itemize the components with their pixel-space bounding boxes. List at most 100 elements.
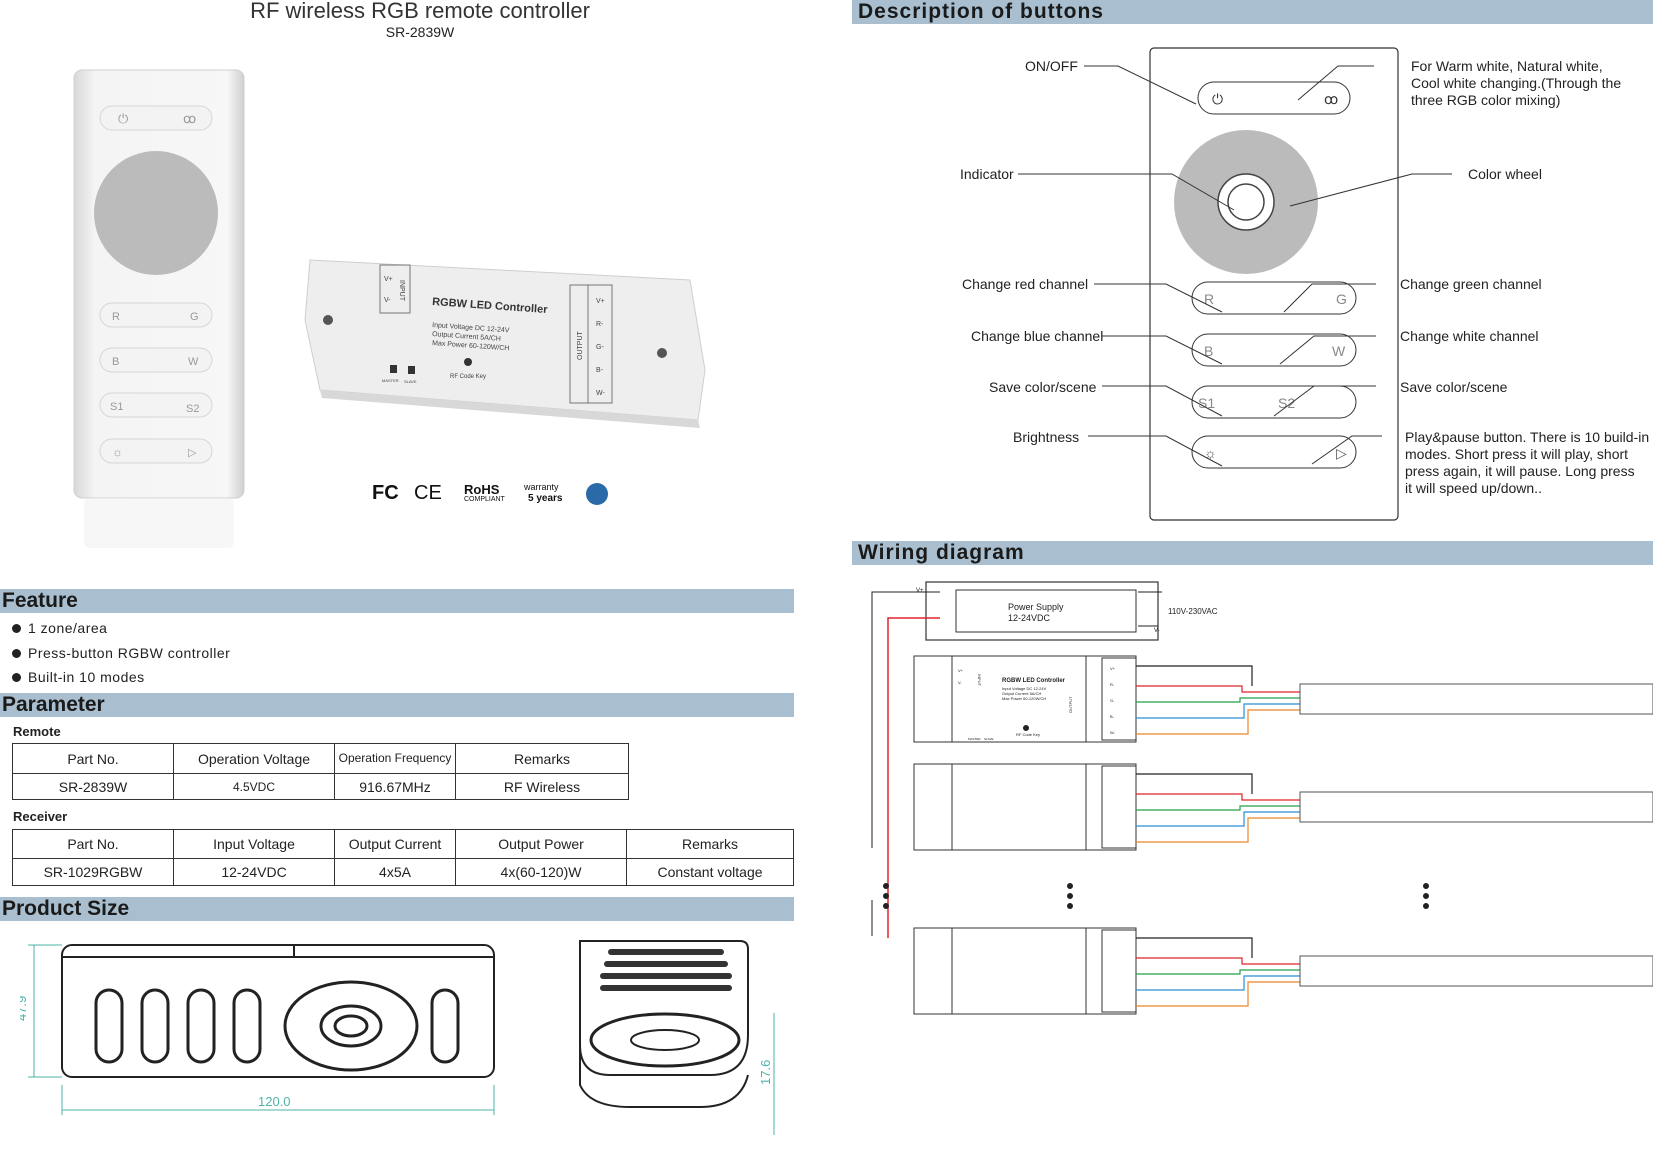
- remote-photo-r: R: [112, 311, 120, 323]
- svg-text:☼: ☼: [1204, 445, 1217, 461]
- wiring-input: INPUT: [977, 674, 982, 687]
- parameter-bar: Parameter: [0, 693, 794, 717]
- fc-logo: FC: [372, 482, 399, 504]
- desc-onoff: ON/OFF: [1025, 58, 1078, 74]
- photo-in-vminus: V-: [384, 297, 391, 304]
- bullet-icon: [12, 672, 21, 682]
- photo-out-g: G-: [596, 344, 604, 351]
- svg-text:▷: ▷: [188, 447, 197, 459]
- controller-photo: V+ V- INPUT RGBW LED Controller Input Vo…: [304, 259, 706, 428]
- photo-master: MASTER: [382, 378, 399, 383]
- remote-photo-s1: S1: [110, 401, 123, 413]
- receiver-header-current: Output Current: [334, 829, 456, 859]
- description-heading: Description of buttons: [858, 0, 1104, 23]
- wiring-master: MASTER: [968, 737, 981, 741]
- ac-label: 110V-230VAC: [1168, 607, 1218, 616]
- remote-color-wheel-icon: [94, 151, 218, 275]
- height-dimension: 17.6: [758, 1060, 773, 1085]
- wiring-spec-3: Max Power 60-120W/CH: [1002, 696, 1046, 701]
- receiver-cell-part: SR-1029RGBW: [12, 858, 174, 886]
- receiver-table: Part No. Input Voltage Output Current Ou…: [12, 829, 794, 886]
- svg-text:ꝏ: ꝏ: [1324, 91, 1338, 107]
- receiver-label: Receiver: [13, 809, 68, 824]
- product-size-heading: Product Size: [2, 897, 130, 920]
- width-dimension: 47.9: [20, 996, 29, 1021]
- product-size-bar: Product Size: [0, 897, 794, 921]
- svg-text:⏻: ⏻: [118, 111, 128, 126]
- photo-in-vplus: V+: [384, 276, 393, 283]
- diagram-g: G: [1336, 291, 1347, 307]
- receiver-cell-remarks: Constant voltage: [626, 858, 794, 886]
- ps-vplus: V+: [916, 588, 924, 594]
- wiring-diagram: Power Supply 12-24VDC V+ V- 110V-230VAC …: [871, 581, 1653, 1015]
- cert-logos: FC CE RoHS COMPLIANT warranty 5 years: [372, 482, 612, 508]
- desc-save1: Save color/scene: [989, 379, 1097, 395]
- svg-text:▷: ▷: [1336, 445, 1347, 461]
- wiring-heading: Wiring diagram: [858, 541, 1025, 564]
- remote-header-part: Part No.: [12, 743, 174, 774]
- wiring-out-b: B-: [1110, 714, 1115, 719]
- warranty-years: 5 years: [528, 493, 563, 504]
- desc-play: Play&pause button. There is 10 build-in …: [1405, 429, 1650, 496]
- photo-spec-2: Output Current 5A/CH: [432, 331, 501, 343]
- photo-input-label: INPUT: [398, 280, 405, 302]
- ps-vminus: V-: [1154, 628, 1160, 634]
- diagram-s2: S2: [1278, 395, 1295, 411]
- remote-button-diagram: ⏻ ꝏ R G B W S1 S2 ☼ ▷: [1018, 47, 1452, 521]
- feature-item: 1 zone/area: [12, 620, 107, 636]
- rohs-logo: RoHS: [464, 482, 500, 497]
- receiver-header-remarks: Remarks: [626, 829, 794, 859]
- wiring-in-vplus: V+: [958, 668, 964, 673]
- feature-bar: Feature: [0, 589, 794, 613]
- description-bar: Description of buttons: [852, 0, 1653, 24]
- remote-header-frequency: Operation Frequency: [334, 743, 456, 774]
- wiring-spec-1: Input Voltage DC 12-24V: [1002, 686, 1047, 691]
- photo-output-label: OUTPUT: [577, 331, 584, 361]
- ps-label: Power Supply: [1008, 602, 1064, 612]
- desc-white: For Warm white, Natural white, Cool whit…: [1411, 58, 1622, 108]
- remote-header-remarks: Remarks: [455, 743, 629, 774]
- model-number: SR-2839W: [385, 24, 455, 40]
- diagram-b: B: [1204, 343, 1213, 359]
- desc-colorwheel: Color wheel: [1468, 166, 1542, 182]
- desc-blue: Change blue channel: [971, 328, 1104, 344]
- ps-voltage: 12-24VDC: [1008, 613, 1051, 623]
- receiver-header-input: Input Voltage: [173, 829, 335, 859]
- receiver-cell-power: 4x(60-120)W: [455, 858, 627, 886]
- wiring-controller-title: RGBW LED Controller: [1002, 678, 1066, 684]
- receiver-header-power: Output Power: [455, 829, 627, 859]
- feature-item: Press-button RGBW controller: [12, 645, 230, 661]
- remote-photo-s2: S2: [186, 403, 199, 415]
- remote-label: Remote: [13, 724, 61, 739]
- photo-out-r: R-: [596, 321, 604, 328]
- wiring-in-vminus: V-: [958, 680, 962, 685]
- remote-header-voltage: Operation Voltage: [173, 743, 335, 774]
- wiring-out-r: R-: [1110, 682, 1115, 687]
- diagram-r: R: [1204, 291, 1214, 307]
- parameter-heading: Parameter: [2, 693, 105, 716]
- wiring-bar: Wiring diagram: [852, 541, 1653, 565]
- controller-unit: V+ V- INPUT RGBW LED Controller Input Vo…: [913, 655, 1137, 743]
- ce-logo: CE: [414, 482, 442, 504]
- wiring-out-vplus: V+: [1110, 666, 1116, 671]
- desc-green: Change green channel: [1400, 276, 1542, 292]
- wiring-rf-key: RF Code Key: [1016, 732, 1040, 737]
- remote-photo-g: G: [190, 311, 199, 323]
- bullet-icon: [12, 623, 21, 633]
- photo-out-vplus: V+: [596, 298, 605, 305]
- remote-cell-frequency: 916.67MHz: [334, 773, 456, 800]
- remote-photo-w: W: [188, 356, 199, 368]
- front-view-drawing: 47.9 120.0: [20, 944, 495, 1115]
- bullet-icon: [12, 648, 21, 658]
- diagram-w: W: [1332, 343, 1346, 359]
- desc-save2: Save color/scene: [1400, 379, 1508, 395]
- receiver-cell-current: 4x5A: [334, 858, 456, 886]
- remote-cell-voltage: 4.5VDC: [173, 773, 335, 800]
- remote-cell-remarks: RF Wireless: [455, 773, 629, 800]
- wiring-spec-2: Output Current 5A/CH: [1002, 691, 1041, 696]
- remote-cell-part: SR-2839W: [12, 773, 174, 800]
- desc-brightness: Brightness: [1013, 429, 1080, 445]
- receiver-header-part: Part No.: [12, 829, 174, 859]
- photo-rf-key: RF Code Key: [450, 374, 486, 380]
- wiring-output: OUTPUT: [1068, 696, 1073, 713]
